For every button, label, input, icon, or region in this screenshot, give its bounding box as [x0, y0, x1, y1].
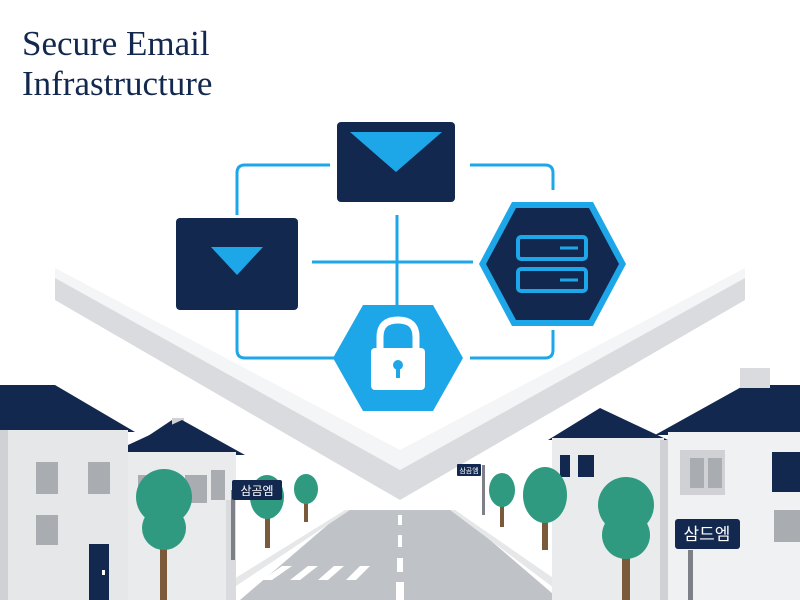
street-sign-left-label: 삼곰엠 [240, 484, 273, 498]
right-houses [548, 368, 800, 600]
street-sign-right: 삼드엠 [675, 519, 740, 600]
title-line-1: Secure Email [22, 24, 210, 63]
tree [136, 469, 192, 600]
inbox-icon [176, 218, 298, 310]
tree [294, 474, 318, 522]
street-sign-right-label: 삼드엠 [684, 525, 731, 545]
connector-lines [235, 163, 555, 360]
street-sign-center-label: 삼곰엠 [459, 466, 478, 475]
trees [136, 467, 654, 600]
crosswalk [262, 566, 370, 580]
street-sign-center: 삼곰엠 [457, 464, 485, 515]
page-title: Secure Email Infrastructure [22, 24, 212, 104]
envelope-icon [337, 122, 455, 202]
padlock-icon [333, 305, 463, 411]
title-line-2: Infrastructure [22, 64, 213, 103]
tree [489, 473, 515, 527]
lane-markings [396, 515, 404, 600]
tree [523, 467, 567, 550]
tree [598, 477, 654, 600]
street-sign-left: 삼곰엠 [231, 480, 282, 560]
left-houses [0, 385, 245, 600]
server-icon [479, 202, 626, 326]
road [200, 510, 585, 600]
